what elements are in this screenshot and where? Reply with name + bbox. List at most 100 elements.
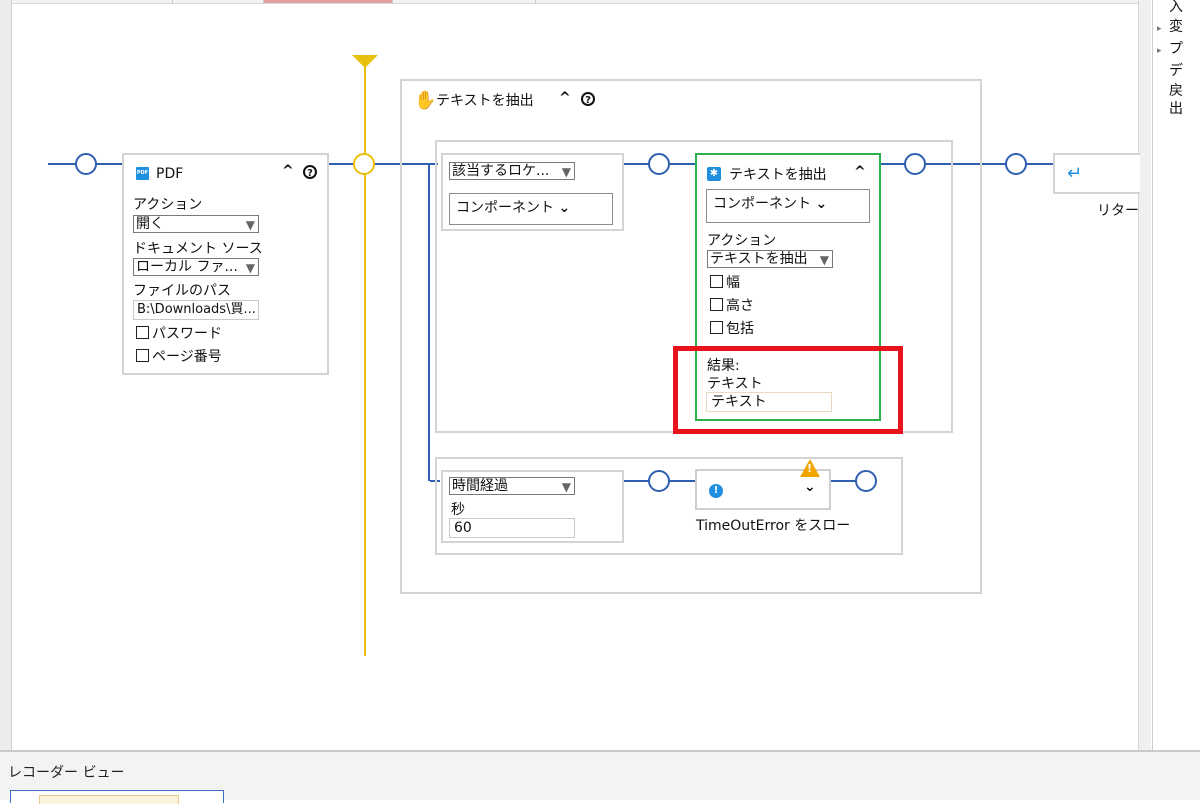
panel-row[interactable]: ▸変 — [1157, 18, 1183, 38]
flow-node[interactable] — [855, 470, 877, 492]
width-checkbox[interactable]: 幅 — [710, 275, 740, 291]
right-side-panel: 入 ▸変 ▸プ デ 戻 出 — [1152, 0, 1200, 750]
flow-node[interactable] — [75, 153, 97, 175]
chevron-down-icon[interactable]: ⌄ — [804, 479, 816, 495]
tab-divider — [263, 0, 264, 4]
page-number-label: ページ番号 — [152, 349, 222, 365]
locator-card[interactable]: 該当するロケ... ▼ コンポーネント ⌄ — [441, 153, 624, 231]
checkbox-box[interactable] — [136, 349, 149, 362]
component-dropdown[interactable]: コンポーネント ⌄ — [706, 189, 870, 223]
result-type-label: テキスト — [707, 376, 763, 392]
warning-icon-mark: ! — [807, 462, 813, 475]
help-icon[interactable]: ? — [581, 92, 595, 106]
page-number-checkbox[interactable]: ページ番号 — [136, 349, 222, 365]
action-select-value: テキストを抽出 — [710, 251, 808, 267]
flow-node[interactable] — [904, 153, 926, 175]
extract-text-group[interactable]: ✋ テキストを抽出 ^ ? — [400, 79, 982, 594]
recorder-view-title: レコーダー ビュー — [8, 765, 125, 781]
action-select[interactable]: 開く ▼ — [133, 215, 259, 233]
panel-row-label: 変 — [1169, 19, 1183, 35]
tab-divider — [535, 0, 536, 4]
pdf-action-card[interactable]: PDF PDF ^ ? アクション 開く ▼ ドキュメント ソース ローカル フ… — [122, 153, 329, 375]
return-label: リター — [1097, 203, 1139, 219]
flow-node[interactable] — [648, 153, 670, 175]
recorder-tab[interactable] — [10, 790, 224, 804]
panel-row[interactable]: デ — [1157, 62, 1183, 80]
flow-connector — [880, 163, 1053, 165]
flow-connector — [328, 163, 438, 165]
return-card[interactable]: ↵ — [1053, 153, 1140, 194]
chevron-down-icon: ⌄ — [558, 200, 571, 216]
collapse-caret-icon[interactable]: ^ — [559, 90, 571, 106]
panel-row[interactable]: ▸プ — [1157, 40, 1183, 60]
checkbox-box[interactable] — [710, 298, 723, 311]
checkbox-box[interactable] — [710, 321, 723, 334]
document-source-label: ドキュメント ソース — [133, 241, 263, 257]
password-label: パスワード — [152, 326, 222, 342]
puzzle-icon: ✱ — [707, 167, 721, 181]
dropdown-arrow-icon: ▼ — [245, 218, 255, 232]
panel-row[interactable]: 入 — [1157, 0, 1183, 16]
extract-card-title: テキストを抽出 — [729, 167, 827, 183]
recorder-view-panel: レコーダー ビュー — [0, 750, 1200, 804]
expand-arrow-icon[interactable]: ▸ — [1157, 46, 1162, 56]
expand-arrow-icon[interactable]: ▸ — [1157, 24, 1162, 34]
height-label: 高さ — [726, 298, 754, 314]
panel-row-label: 出 — [1169, 101, 1183, 117]
warning-icon — [800, 459, 820, 477]
info-icon: ! — [709, 484, 723, 498]
component-label: コンポーネント — [456, 200, 554, 216]
chevron-down-icon: ⌄ — [815, 196, 828, 212]
active-tab-indicator[interactable] — [264, 0, 392, 3]
help-icon[interactable]: ? — [303, 165, 317, 179]
action-select-value: 開く — [136, 216, 164, 232]
return-icon: ↵ — [1067, 163, 1083, 184]
timeout-select-value: 時間経過 — [452, 478, 508, 494]
height-checkbox[interactable]: 高さ — [710, 298, 754, 314]
flow-node[interactable] — [648, 470, 670, 492]
wrap-checkbox[interactable]: 包括 — [710, 321, 754, 337]
flow-connector — [830, 480, 858, 482]
component-label: コンポーネント — [713, 196, 811, 212]
wrap-label: 包括 — [726, 321, 754, 337]
seconds-label: 秒 — [451, 502, 465, 518]
panel-row-label: 入 — [1169, 0, 1183, 15]
extract-text-card[interactable]: ✱ テキストを抽出 ^ コンポーネント ⌄ アクション テキストを抽出 ▼ 幅 … — [695, 153, 881, 421]
dropdown-arrow-icon: ▼ — [819, 253, 829, 267]
hand-icon: ✋ — [414, 90, 437, 111]
checkbox-box[interactable] — [710, 275, 723, 288]
canvas-left-edge — [0, 0, 12, 752]
result-variable-input[interactable]: テキスト — [706, 392, 832, 412]
flow-connector — [408, 163, 428, 165]
checkbox-box[interactable] — [136, 326, 149, 339]
timeline-marker-icon[interactable] — [352, 55, 378, 68]
file-path-input[interactable]: B:\Downloads\買... — [133, 300, 259, 320]
pdf-card-title: PDF — [156, 166, 184, 182]
password-checkbox[interactable]: パスワード — [136, 326, 222, 342]
panel-row[interactable]: 出 — [1157, 100, 1183, 118]
flow-branch-line — [428, 165, 430, 481]
file-path-label: ファイルのパス — [133, 283, 231, 299]
collapse-caret-icon[interactable]: ^ — [854, 164, 866, 180]
panel-row-label: デ — [1169, 63, 1183, 79]
pdf-icon: PDF — [136, 167, 149, 180]
document-source-value: ローカル ファ... — [136, 259, 238, 275]
component-dropdown[interactable]: コンポーネント ⌄ — [449, 193, 613, 225]
document-source-select[interactable]: ローカル ファ... ▼ — [133, 258, 259, 276]
timeout-card[interactable]: 時間経過 ▼ 秒 60 — [441, 470, 624, 543]
timeout-select[interactable]: 時間経過 ▼ — [449, 477, 575, 495]
collapse-caret-icon[interactable]: ^ — [282, 163, 294, 179]
tab-strip — [12, 0, 1138, 4]
panel-row[interactable]: 戻 — [1157, 82, 1183, 100]
flow-node-current[interactable] — [353, 153, 375, 175]
dropdown-arrow-icon: ▼ — [245, 261, 255, 275]
canvas-scrollbar[interactable] — [1138, 0, 1151, 750]
dropdown-arrow-icon: ▼ — [561, 165, 571, 179]
seconds-input[interactable]: 60 — [449, 518, 575, 538]
flow-node[interactable] — [1005, 153, 1027, 175]
panel-row-label: プ — [1169, 41, 1183, 57]
locator-select[interactable]: 該当するロケ... ▼ — [449, 162, 575, 180]
action-select[interactable]: テキストを抽出 ▼ — [707, 250, 833, 268]
tab-divider — [172, 0, 173, 4]
throw-error-label: TimeOutError をスロー — [696, 518, 851, 534]
